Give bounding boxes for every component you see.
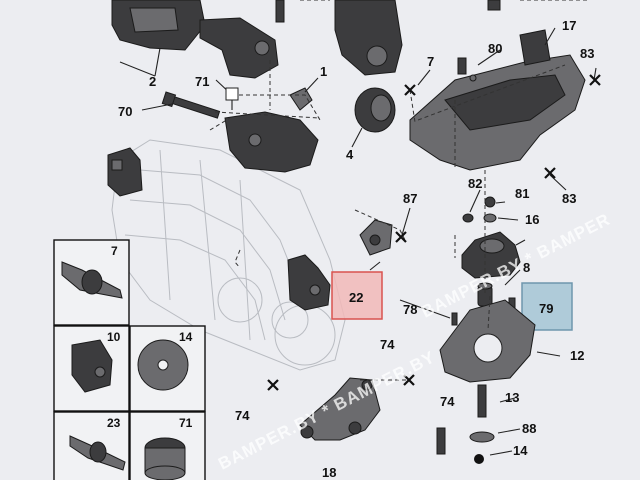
washer-16	[483, 213, 497, 223]
callout-22: 22	[349, 290, 363, 305]
callout-79: 79	[539, 301, 553, 316]
bracket-87	[359, 219, 393, 256]
callout-78: 78	[403, 302, 417, 317]
callout-87: 87	[403, 191, 417, 206]
watermark-right: BAMPER.BY * BAMPER	[418, 210, 613, 322]
callout-74-left: 74	[235, 408, 250, 423]
callout-81: 81	[515, 186, 529, 201]
callout-74-center: 74	[380, 337, 395, 352]
spacer-8	[477, 282, 493, 307]
callout-16: 16	[525, 212, 539, 227]
callout-23-thumb: 23	[107, 416, 121, 430]
mount-plate-12	[439, 299, 536, 383]
bolt-74-right	[436, 427, 446, 455]
mount-cushion-15	[461, 231, 521, 279]
callout-labels: 2 71 1 70 4 7 80 17 83 83 82 81 16 87 8 …	[107, 18, 594, 480]
nut-81	[484, 196, 496, 208]
callout-17: 17	[562, 18, 576, 33]
callout-80: 80	[488, 41, 502, 56]
callout-13: 13	[505, 390, 519, 405]
callout-88: 88	[522, 421, 536, 436]
callout-70: 70	[118, 104, 132, 119]
callout-74-right: 74	[440, 394, 455, 409]
dashed-guides	[209, 0, 590, 381]
rubber-bushing-4	[354, 87, 396, 133]
washer-14-thumb	[137, 339, 189, 391]
callout-83-top: 83	[580, 46, 594, 61]
bracket-71	[199, 17, 279, 79]
stud-13	[477, 384, 487, 418]
callout-12: 12	[570, 348, 584, 363]
bolt-80	[457, 57, 467, 75]
screw-78	[451, 312, 458, 326]
support-bracket-17	[409, 29, 586, 171]
callout-1: 1	[320, 64, 327, 79]
callout-83-bottom: 83	[562, 191, 576, 206]
callout-7-thumb: 7	[111, 244, 118, 258]
callout-7-top: 7	[427, 54, 434, 69]
callout-14-thumb: 14	[179, 330, 193, 344]
callout-71-thumb: 71	[179, 416, 193, 430]
callout-82: 82	[468, 176, 482, 191]
callout-2: 2	[149, 74, 156, 89]
engine-mount-top-2	[111, 0, 206, 51]
bushing-71-thumb	[144, 437, 186, 480]
x-marks	[267, 74, 601, 391]
bolt-23-thumb	[69, 435, 126, 471]
washer-88	[469, 431, 495, 443]
connector-block	[107, 147, 143, 197]
engine-block-outline	[111, 139, 346, 371]
callout-8: 8	[523, 260, 530, 275]
nut-10-thumb	[71, 339, 113, 393]
callout-10-thumb: 10	[107, 330, 121, 344]
stud-bolt-7-thumb	[61, 261, 123, 299]
mount-22	[287, 254, 331, 311]
callout-71-top: 71	[195, 74, 209, 89]
reference-square	[225, 87, 239, 101]
callout-4: 4	[346, 147, 354, 162]
nut-14	[474, 454, 484, 464]
highlight-box-22	[331, 271, 383, 320]
bolt-70	[161, 91, 221, 119]
callout-14-right: 14	[513, 443, 528, 458]
callout-18: 18	[322, 465, 336, 480]
washer-82	[462, 213, 474, 223]
stud-top	[275, 0, 285, 23]
mount-top-right-partial	[334, 0, 501, 76]
engine-mount-bracket-1	[224, 87, 319, 173]
